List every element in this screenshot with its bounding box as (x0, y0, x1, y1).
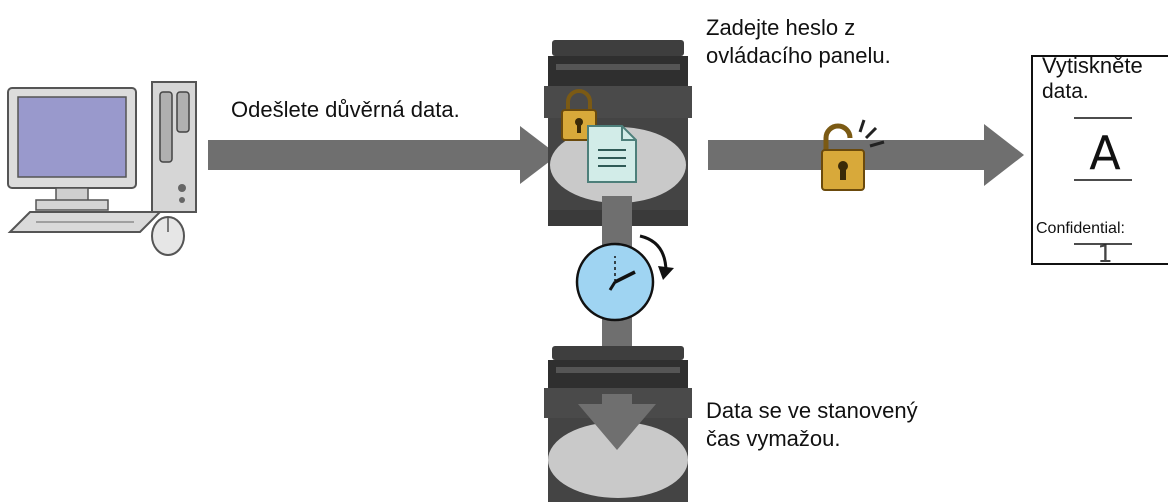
unlocked-padlock-icon (821, 119, 885, 191)
printed-document (1031, 55, 1168, 265)
arrow-print (708, 124, 1024, 186)
enter-password-label: Zadejte heslo z ovládacího panelu. (706, 14, 891, 70)
print-data-line2: data. (1042, 80, 1089, 103)
arrow-send (208, 126, 558, 184)
document-letter: A (1089, 126, 1121, 180)
document-icon (587, 125, 637, 183)
clock-icon (575, 234, 674, 322)
document-page-number: 1 (1097, 240, 1113, 268)
enter-password-line2: ovládacího panelu. (706, 43, 891, 68)
arrow-erase-head (578, 394, 656, 450)
print-data-line1: Vytiskněte (1042, 53, 1143, 78)
computer-icon (7, 81, 197, 256)
enter-password-line1: Zadejte heslo z (706, 15, 856, 40)
erase-label: Data se ve stanovený čas vymažou. (706, 397, 918, 453)
erase-line1: Data se ve stanovený (706, 398, 918, 423)
document-caption: Confidential: (1036, 220, 1125, 237)
send-data-label: Odešlete důvěrná data. (231, 97, 460, 122)
erase-line2: čas vymažou. (706, 426, 841, 451)
